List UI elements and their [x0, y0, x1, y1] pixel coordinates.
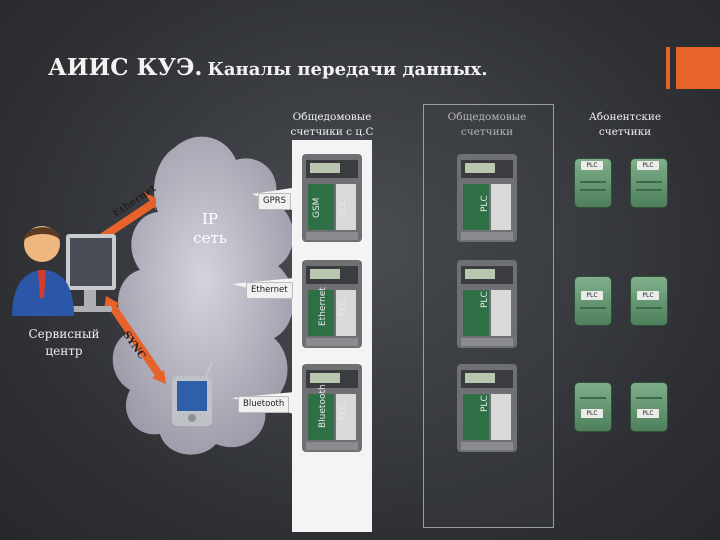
module-gsm-label: GSM [312, 197, 322, 218]
service-center-line2: центр [45, 344, 83, 358]
ethernet-label: Ethernet [246, 282, 293, 299]
bluetooth-label: Bluetooth [238, 396, 290, 413]
module-plc-label: PLC [338, 403, 348, 420]
meter-icon [302, 260, 362, 348]
meter-icon [302, 364, 362, 452]
pda-icon [172, 362, 213, 426]
meter-icon [457, 154, 517, 242]
plc-tag: PLC [581, 161, 603, 170]
column-header-line1: Общедомовые [292, 111, 372, 123]
column-header-subscriber: Абонентские счетчики [565, 110, 685, 140]
monitor-icon [66, 238, 108, 286]
plc-module-icon: PLC [574, 382, 612, 432]
column-header-line1: Общедомовые [447, 111, 527, 123]
user-icon [12, 226, 116, 316]
column-header-central-ds: Общедомовые счетчики с ц.С [272, 110, 392, 140]
module-plc-label: PLC [480, 395, 490, 412]
ip-network-label: IP сеть [180, 210, 240, 248]
accent-box [676, 47, 720, 89]
title-main: АИИС КУЭ. [48, 54, 203, 81]
module-plc-label: PLC [480, 291, 490, 308]
gprs-label: GPRS [258, 193, 292, 210]
plc-module-icon: PLC [630, 276, 668, 326]
slide-title: АИИС КУЭ. Каналы передачи данных. [48, 54, 488, 81]
plc-tag: PLC [637, 161, 659, 170]
plc-module-icon: PLC [630, 158, 668, 208]
column-header-line2: счетчики [598, 126, 652, 138]
meter-icon [302, 154, 362, 242]
column-header-line1: Абонентские [588, 111, 662, 123]
meter-icon [457, 364, 517, 452]
plc-module-icon: PLC [574, 276, 612, 326]
plc-tag: PLC [581, 409, 603, 418]
service-center-line1: Сервисный [28, 327, 100, 341]
module-plc-label: PLC [338, 199, 348, 216]
module-ethernet-label: Ethernet [318, 287, 328, 326]
module-plc-label: PLC [338, 299, 348, 316]
ip-network-line2: сеть [193, 229, 227, 247]
accent-bar [666, 47, 670, 89]
module-bluetooth-label: Bluetooth [318, 384, 328, 428]
ip-network-line1: IP [201, 210, 219, 228]
column-header-central: Общедомовые счетчики [427, 110, 547, 140]
plc-tag: PLC [637, 291, 659, 300]
plc-module-icon: PLC [574, 158, 612, 208]
plc-tag: PLC [581, 291, 603, 300]
column-header-line2: счетчики с ц.С [290, 126, 374, 138]
module-plc-label: PLC [480, 195, 490, 212]
plc-module-icon: PLC [630, 382, 668, 432]
title-sub: Каналы передачи данных. [207, 59, 488, 80]
column-header-line2: счетчики [460, 126, 514, 138]
service-center-label: Сервисный центр [14, 326, 114, 360]
plc-tag: PLC [637, 409, 659, 418]
meter-icon [457, 260, 517, 348]
